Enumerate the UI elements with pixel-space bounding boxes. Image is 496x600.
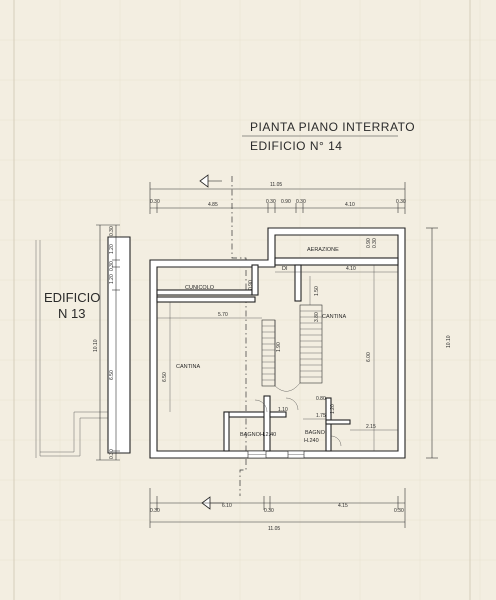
dim-top-4: 0.30 <box>296 199 306 205</box>
dim-left-height: 10.10 <box>93 339 99 352</box>
neighbor-label-1: EDIFICIO <box>44 290 100 305</box>
bottom-windows <box>247 450 305 459</box>
dim-b-0-80: 0.80 <box>316 396 326 402</box>
dim-left-stack-1: 1.20 <box>109 244 115 254</box>
staircase <box>261 304 323 392</box>
dim-left-stack-4: 6.50 <box>109 370 115 380</box>
dim-top-1: 4.85 <box>208 202 218 208</box>
dim-left-stack-2: 0.30 <box>109 261 115 271</box>
dim-b-1-75: 1.75 <box>316 413 326 419</box>
dim-top-6: 0.30 <box>396 199 406 205</box>
top-dimension-chain: 11.05 0.30 4.85 0.30 0.90 0.30 4.10 0.30 <box>149 182 406 214</box>
dim-stair-1-50: 1.50 <box>314 286 320 296</box>
dim-bottom-4: 0.30 <box>394 508 404 514</box>
dim-b-2-15: 2.15 <box>366 424 376 430</box>
neighbor-label-2: N 13 <box>58 306 85 321</box>
dim-left-stack-3: 1.20 <box>109 274 115 284</box>
room-bagno-left: BAGNO <box>240 432 261 438</box>
dim-top-0: 0.30 <box>150 199 160 205</box>
dim-left-stack-5: 0.30 <box>109 449 115 459</box>
room-cantina-right: CANTINA <box>322 314 346 320</box>
right-dimension: 10.10 <box>426 227 452 459</box>
internal-dimensions: 5.70 6.50 6.00 4.10 1.50 3.80 0.90 0.90 … <box>157 238 398 451</box>
dim-right-height: 10.10 <box>446 335 452 348</box>
dim-hall-1-10: 1.10 <box>278 407 288 413</box>
room-aerazione: AERAZIONE <box>307 247 339 253</box>
room-bagno-left-height: H.2.40 <box>260 432 276 438</box>
dim-top-5: 4.10 <box>345 202 355 208</box>
dim-left-5-70: 5.70 <box>218 312 228 318</box>
section-line <box>231 176 247 496</box>
dim-stair-1-90: 1.90 <box>276 342 282 352</box>
room-di: DI <box>282 266 288 272</box>
room-bagno-right-height: H.240 <box>304 438 319 444</box>
dim-right-6-00: 6.00 <box>366 352 372 362</box>
dim-left-6-50: 6.50 <box>162 372 168 382</box>
dim-aerazione-0-90: 0.90 <box>366 238 372 248</box>
dim-cunicolo-0-90: 0.90 <box>248 280 254 290</box>
neighbor-building-outline <box>35 236 131 458</box>
dim-stair-3-80: 3.80 <box>314 312 320 322</box>
section-marker-top <box>199 174 222 188</box>
dim-left-stack-0: 0.30 <box>109 226 115 236</box>
dim-bottom-1: 6.10 <box>222 503 232 509</box>
dim-b-1-20: 1.20 <box>330 404 336 414</box>
dim-inner-4-10: 4.10 <box>346 266 356 272</box>
door-swings <box>254 397 342 447</box>
title-line-2: EDIFICIO N° 14 <box>250 139 342 153</box>
dim-bottom-0: 0.30 <box>150 508 160 514</box>
title-line-1: PIANTA PIANO INTERRATO <box>250 120 415 134</box>
building-walls <box>149 227 406 459</box>
room-cunicolo: CUNICOLO <box>185 285 215 291</box>
dim-top-2: 0.30 <box>266 199 276 205</box>
dim-bottom-2: 0.30 <box>264 508 274 514</box>
dim-top-total: 11.05 <box>270 182 282 188</box>
bottom-dimension-chain: 0.30 6.10 0.30 4.15 0.30 11.05 <box>149 488 406 532</box>
room-bagno-right: BAGNO <box>305 430 326 436</box>
dim-bottom-3: 4.15 <box>338 503 348 509</box>
dim-aerazione-0-30: 0.30 <box>372 238 378 248</box>
dim-bottom-total: 11.05 <box>268 526 280 532</box>
room-cantina-left: CANTINA <box>176 364 200 370</box>
dim-top-3: 0.90 <box>281 199 291 205</box>
left-dimension-chain: 10.10 0.30 1.20 0.30 1.20 6.50 0.30 <box>93 224 120 461</box>
